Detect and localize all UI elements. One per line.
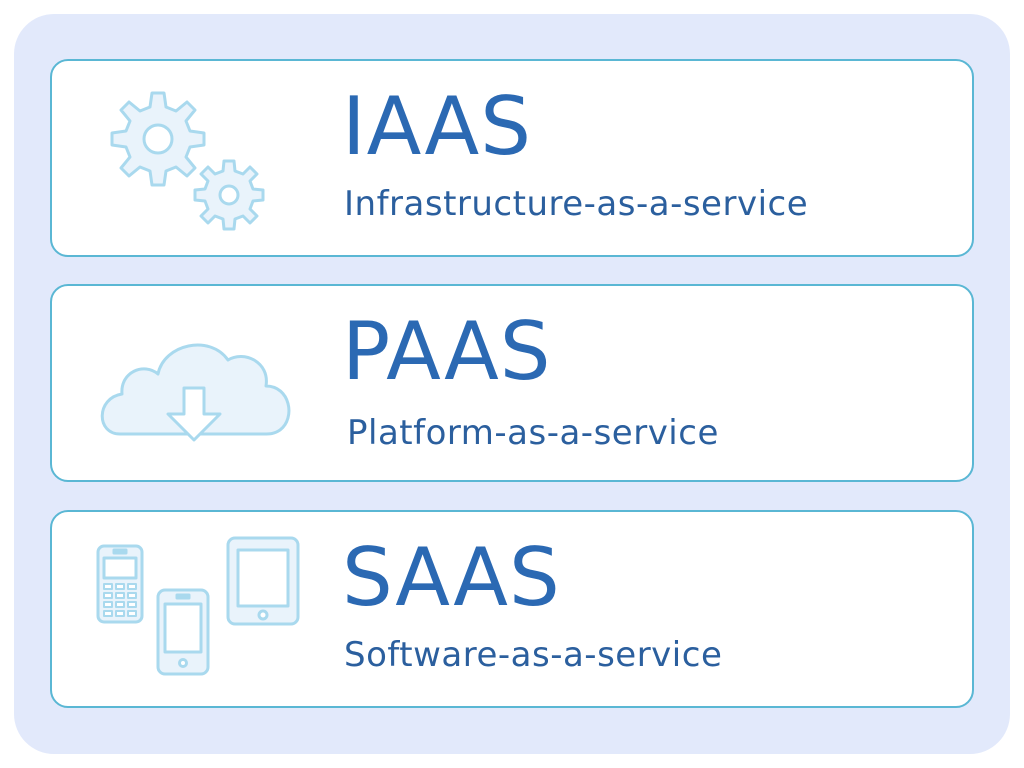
card-saas: SAAS Software-as-a-service xyxy=(50,510,974,708)
gears-icon xyxy=(92,81,312,241)
service-full-name: Infrastructure-as-a-service xyxy=(344,184,809,224)
service-acronym: PAAS xyxy=(342,305,552,398)
devices-icon xyxy=(92,532,312,692)
card-iaas: IAAS Infrastructure-as-a-service xyxy=(50,59,974,257)
service-acronym: SAAS xyxy=(342,531,561,624)
service-acronym: IAAS xyxy=(342,80,533,173)
service-full-name: Software-as-a-service xyxy=(344,635,723,675)
card-paas: PAAS Platform-as-a-service xyxy=(50,284,974,482)
service-full-name: Platform-as-a-service xyxy=(347,413,719,453)
cloud-download-icon xyxy=(92,306,312,466)
